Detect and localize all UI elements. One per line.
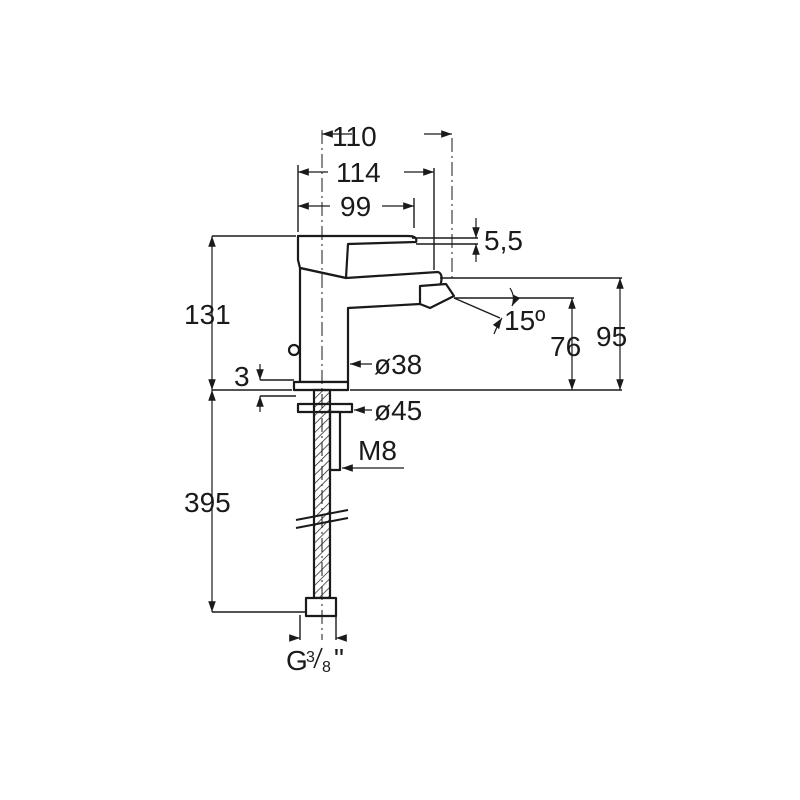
dim-label-131: 131 bbox=[184, 299, 231, 330]
dim-label-3: 3 bbox=[234, 361, 250, 392]
dim-label-95: 95 bbox=[596, 321, 627, 352]
dim-label-99: 99 bbox=[340, 191, 371, 222]
dimension-lines bbox=[208, 130, 624, 642]
faucet-body bbox=[287, 234, 456, 618]
thread-inch-mark: " bbox=[334, 643, 344, 674]
dim-label-110: 110 bbox=[332, 121, 377, 152]
dim-label-m8: M8 bbox=[358, 435, 397, 466]
center-lines bbox=[212, 130, 622, 640]
dim-label-15-degrees: 15º bbox=[504, 305, 545, 336]
dim-label-o45: ø45 bbox=[374, 395, 422, 426]
thread-numerator: 3 bbox=[306, 649, 315, 666]
dim-label-o38: ø38 bbox=[374, 349, 422, 380]
thread-letter: G bbox=[286, 645, 308, 676]
thread-denominator: 8 bbox=[322, 659, 331, 676]
dim-label-114: 114 bbox=[336, 157, 381, 188]
dim-label-g-3-8: G 3 8 " bbox=[286, 643, 344, 676]
dim-label-76: 76 bbox=[550, 331, 581, 362]
dim-label-5-5: 5,5 bbox=[484, 225, 523, 256]
dim-label-395: 395 bbox=[184, 487, 231, 518]
